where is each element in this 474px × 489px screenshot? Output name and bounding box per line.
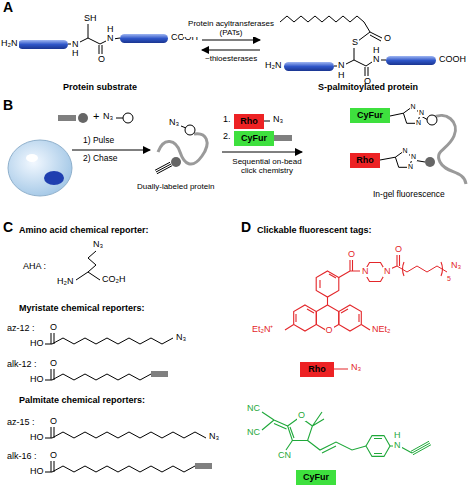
text-label: N₃ [450,261,462,271]
text-label: CO₂H [101,275,127,285]
tag-box: CyFur [234,131,274,146]
text-label: HO [29,375,45,385]
reaction-arrow [202,39,260,40]
structure-group: S-palmitoylated protein [262,0,474,96]
text-label: H [372,46,381,56]
text-label: alk-16 : [6,452,38,462]
text-label: S [351,38,359,48]
text-label: HO [29,339,45,349]
text-label: N [415,119,422,127]
panel-letter: A [2,0,14,15]
structure-caption: S-palmitoylated protein [318,83,418,93]
structure-group: Protein substrate [0,0,200,96]
tag-name: CyFur [303,473,329,483]
text-label: O [49,451,58,461]
text-label: HO [29,433,45,443]
panel-letter: C [2,220,14,235]
tag-name: Rho [240,117,258,127]
tag-box: CyFur [350,108,390,123]
text-label: N₃ [92,240,104,250]
text-label: alk-12 : [6,360,38,370]
text-label: HO [29,467,45,477]
text-label: NEt₂ [371,325,392,335]
text-label: H₂N [56,277,75,287]
text-label: O [325,326,334,336]
text-label: Sequential on-bead click chemistry [224,158,310,176]
text-label: N [393,441,402,451]
text-label: Et₂N⁺ [251,325,275,335]
panel-letter: D [240,220,252,235]
text-label: 5 [446,275,452,283]
reaction-arrow [202,49,260,50]
text-label: 1) Pulse [82,136,115,145]
text-label: CN [277,451,292,461]
text-label: O [49,323,58,333]
tag-box: Rho [234,114,264,129]
text-label: N₃ [208,432,220,442]
text-label: O [394,245,403,255]
text-label: N₃ [272,115,284,125]
text-label: O [97,55,106,65]
text-label: O [49,417,58,427]
text-label: + [92,110,100,122]
tag-box: Rho [300,362,334,377]
text-label: O [383,34,392,44]
text-label: H [393,431,402,441]
tag-name: CyFur [241,134,267,144]
text-label: N [372,55,381,65]
text-label: N [106,34,115,44]
text-label: N₃ [350,363,362,373]
text-label: O [49,359,58,369]
text-label: H [71,49,80,59]
text-label: Myristate chemical reporters: [18,304,146,314]
text-label: COOH [438,55,467,65]
tag-name: Rho [308,365,326,375]
text-label: N [407,163,414,171]
text-label: H₂N [0,39,19,49]
text-label: 1. [222,115,232,125]
panel-letter: B [2,98,14,113]
tag-name: Rho [356,156,374,166]
text-label: H [106,25,115,35]
text-label: NC [246,404,261,414]
text-label: SH [83,14,98,24]
text-label: N [337,61,346,71]
text-label: O [297,411,306,421]
arrow-label: Protein acyltransferases (PATs) [183,19,279,37]
text-label: 2) Chase [82,154,119,163]
tag-name: CyFur [357,111,383,121]
text-label: Palmitate chemical reporters: [18,396,146,406]
text-label: N [410,153,417,161]
text-label: N [418,109,425,117]
text-label: N₃ [102,112,114,122]
tag-box: Rho [350,153,380,168]
text-label: N [361,267,370,277]
text-label: az-15 : [6,418,36,428]
text-label: In-gel fluorescence [372,190,446,199]
text-label: Clickable fluorescent tags: [256,226,373,236]
text-label: H₂N [264,61,283,71]
structure-caption: Protein substrate [63,83,137,93]
text-label: N₃ [175,333,187,343]
arrow-label: ~thioesterases [205,54,257,63]
text-label: Dually-labeled protein [136,183,215,192]
text-label: N [383,267,392,277]
text-label: AHA : [22,262,47,272]
text-label: N [402,147,409,155]
text-label: az-12 : [6,324,36,334]
text-label: N₃ [168,118,180,128]
text-label: H [337,71,346,81]
text-label: NC [246,428,261,438]
text-label: 2. [222,132,232,142]
text-label: Amino acid chemical reporter: [18,226,150,236]
text-label: O [347,250,356,260]
tag-box: CyFur [296,470,336,485]
text-label: N [410,103,417,111]
